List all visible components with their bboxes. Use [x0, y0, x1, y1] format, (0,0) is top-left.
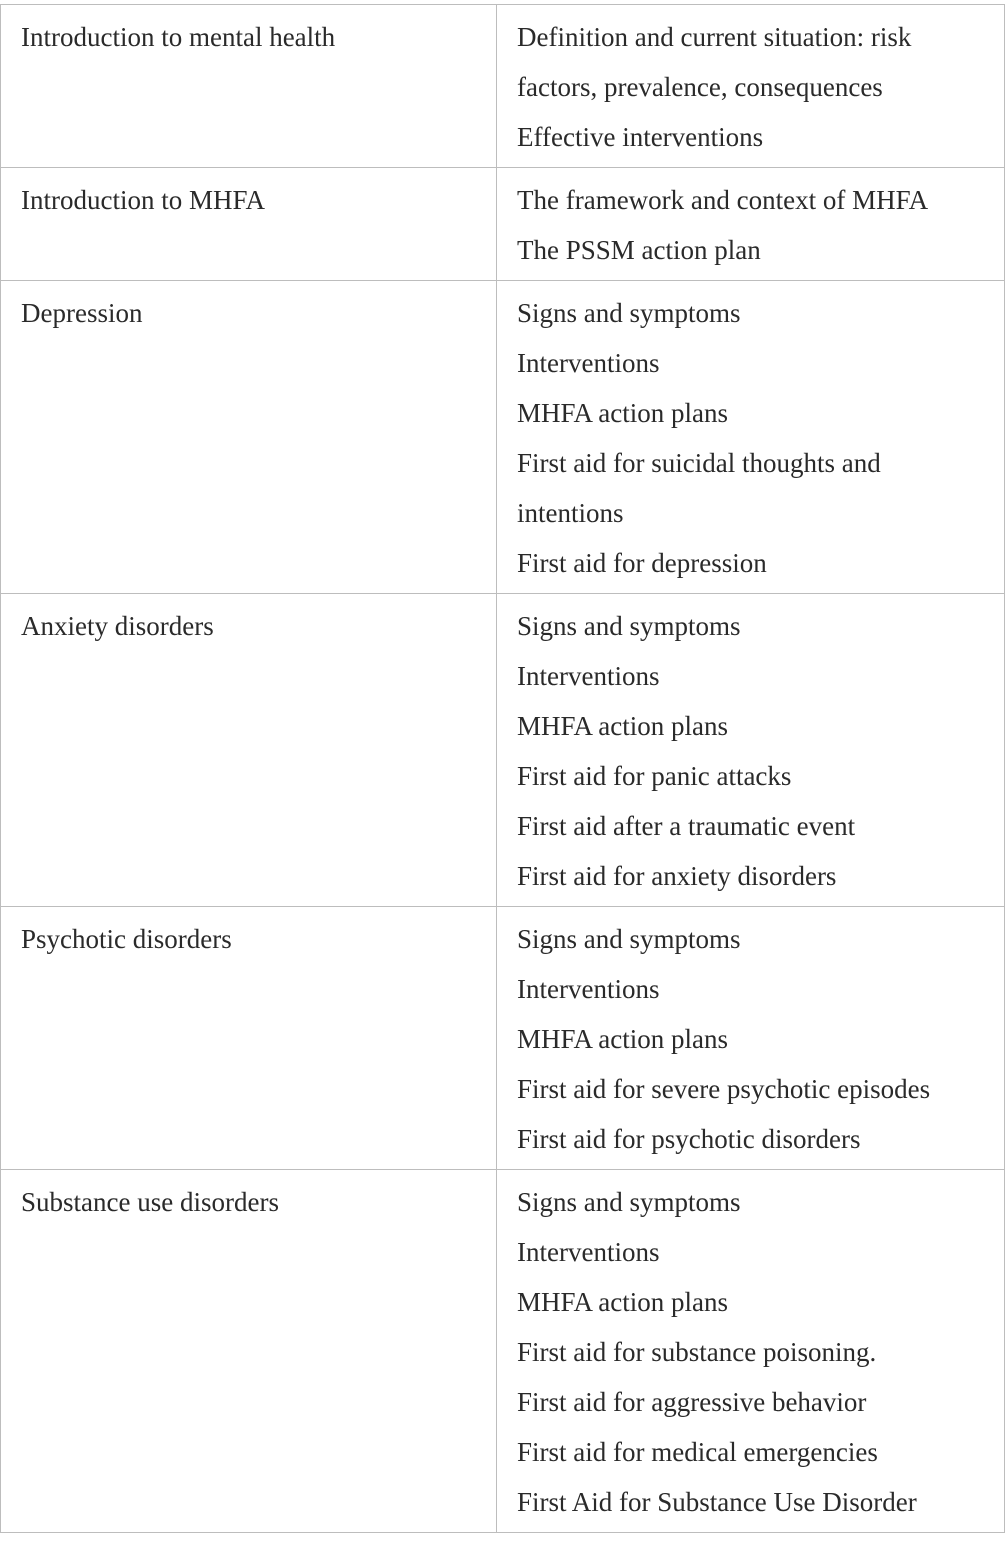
content-cell: Signs and symptoms Interventions MHFA ac…	[496, 593, 1005, 907]
topic-cell: Depression	[0, 280, 497, 594]
curriculum-table-body: Introduction to mental health Definition…	[0, 4, 1005, 1533]
content-cell: Signs and symptoms Interventions MHFA ac…	[496, 1169, 1005, 1533]
topic-cell: Introduction to MHFA	[0, 167, 497, 281]
content-item: First aid after a traumatic event	[517, 811, 856, 841]
table-row: Introduction to mental health Definition…	[0, 4, 1005, 168]
content-cell: Definition and current situation: risk f…	[496, 4, 1005, 168]
table-row: Substance use disorders Signs and sympto…	[0, 1169, 1005, 1533]
content-cell: The framework and context of MHFA The PS…	[496, 167, 1005, 281]
topic-cell: Anxiety disorders	[0, 593, 497, 907]
table-row: Psychotic disorders Signs and symptoms I…	[0, 906, 1005, 1170]
content-item: First aid for depression	[517, 548, 767, 578]
content-item: First aid for psychotic disorders	[517, 1124, 861, 1154]
content-item: MHFA action plans	[517, 1287, 728, 1317]
content-item: Signs and symptoms	[517, 298, 741, 328]
content-item: First aid for substance poisoning.	[517, 1337, 877, 1367]
content-item: Interventions	[517, 1237, 660, 1267]
content-item: Definition and current situation: risk f…	[517, 22, 912, 102]
content-item: MHFA action plans	[517, 711, 728, 741]
content-cell: Signs and symptoms Interventions MHFA ac…	[496, 906, 1005, 1170]
content-cell: Signs and symptoms Interventions MHFA ac…	[496, 280, 1005, 594]
topic-cell: Introduction to mental health	[0, 4, 497, 168]
content-item: The PSSM action plan	[517, 235, 761, 265]
content-item: First aid for anxiety disorders	[517, 861, 837, 891]
content-item: The framework and context of MHFA	[517, 185, 929, 215]
topic-cell: Substance use disorders	[0, 1169, 497, 1533]
content-item: Signs and symptoms	[517, 924, 741, 954]
content-item: Interventions	[517, 661, 660, 691]
table-row: Depression Signs and symptoms Interventi…	[0, 280, 1005, 594]
content-item: MHFA action plans	[517, 398, 728, 428]
content-item: MHFA action plans	[517, 1024, 728, 1054]
table-row: Anxiety disorders Signs and symptoms Int…	[0, 593, 1005, 907]
content-item: Effective interventions	[517, 122, 764, 152]
content-item: Interventions	[517, 348, 660, 378]
content-item: First aid for aggressive behavior	[517, 1387, 867, 1417]
content-item: Interventions	[517, 974, 660, 1004]
content-item: First aid for panic attacks	[517, 761, 792, 791]
content-item: Signs and symptoms	[517, 1187, 741, 1217]
content-item: Signs and symptoms	[517, 611, 741, 641]
content-item: First aid for suicidal thoughts and inte…	[517, 448, 881, 528]
content-item: First aid for severe psychotic episodes	[517, 1074, 931, 1104]
content-item: First aid for medical emergencies	[517, 1437, 878, 1467]
curriculum-table: Introduction to mental health Definition…	[0, 4, 1005, 1533]
topic-cell: Psychotic disorders	[0, 906, 497, 1170]
table-row: Introduction to MHFA The framework and c…	[0, 167, 1005, 281]
content-item: First Aid for Substance Use Disorder	[517, 1487, 917, 1517]
